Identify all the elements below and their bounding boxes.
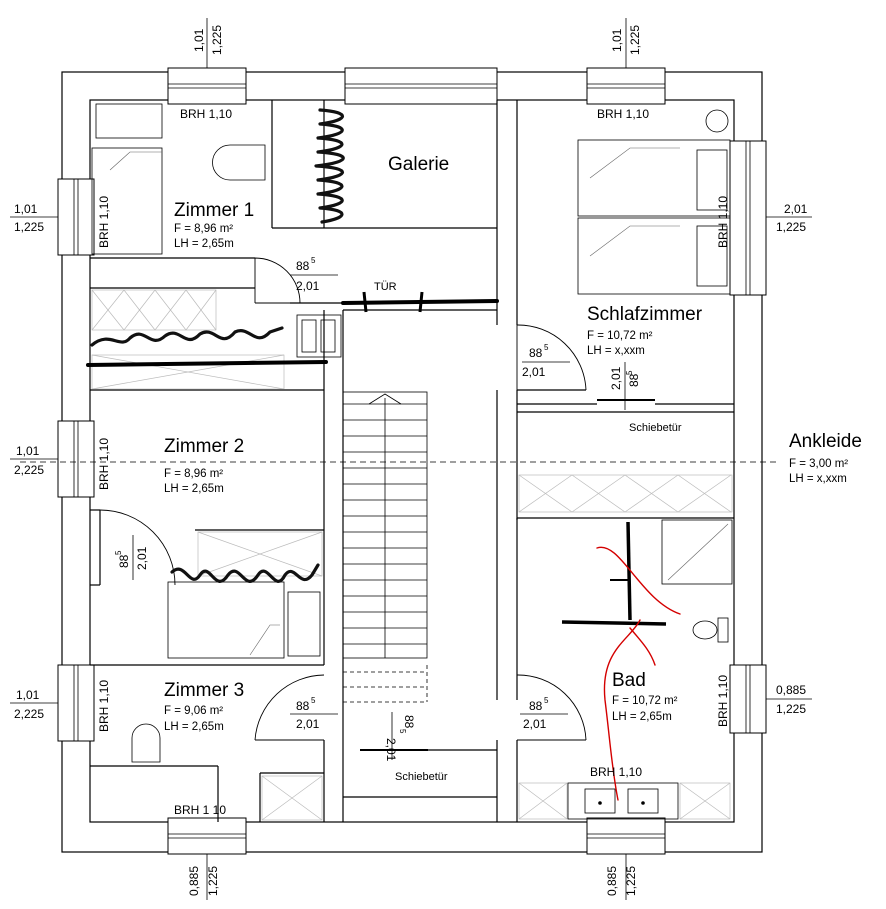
- door-dim-zimmer2: 88 5 2,01: [114, 535, 149, 580]
- dim-a: 1,01: [610, 28, 624, 52]
- schlafzimmer-area: F = 10,72 m²: [587, 330, 653, 342]
- door-width: 88: [296, 259, 310, 273]
- windows: [57, 67, 767, 855]
- zimmer2-area: F = 8,96 m²: [164, 468, 223, 480]
- door-width-sup: 5: [625, 370, 634, 375]
- bad-area: F = 10,72 m²: [612, 695, 678, 707]
- door-dim-ankleide: 2,01 88 5: [609, 362, 641, 410]
- schlafzimmer-name: Schlafzimmer: [587, 304, 703, 325]
- door-width: 88: [296, 699, 310, 713]
- schlafzimmer-height: LH = x,xxm: [587, 345, 645, 357]
- door-height: 2,01: [609, 366, 623, 390]
- ankleide-height: LH = x,xxm: [789, 473, 847, 485]
- interior-walls: [90, 100, 734, 822]
- dim-top-right: 1,01 1,225: [610, 18, 642, 68]
- door-width-sup: 5: [114, 550, 123, 555]
- door-width: 88: [402, 715, 416, 729]
- door-width-sup: 5: [544, 696, 549, 705]
- bad-name: Bad: [612, 670, 646, 691]
- dim-a: 0,885: [776, 683, 806, 697]
- door-width-sup: 5: [311, 696, 316, 705]
- brh-zimmer1-left: BRH 1,10: [97, 196, 111, 248]
- galerie-name: Galerie: [388, 154, 449, 175]
- brh-zimmer3-bottom: BRH 1 10: [174, 803, 226, 817]
- zimmer3-height: LH = 2,65m: [164, 721, 224, 733]
- dim-b: 2,225: [14, 463, 44, 477]
- door-width-sup: 5: [398, 729, 407, 734]
- dim-b: 1,225: [776, 702, 806, 716]
- zimmer3-area: F = 9,06 m²: [164, 705, 223, 717]
- schiebetuer-flur: Schiebetür: [395, 771, 448, 783]
- dim-a: 1,01: [14, 202, 38, 216]
- door-dim-schlafzimmer: 88 5 2,01: [522, 343, 570, 379]
- brh-bad-bottom: BRH 1,10: [590, 765, 642, 779]
- dim-bottom-right: 0,885 1,225: [605, 854, 638, 900]
- door-width-sup: 5: [544, 343, 549, 352]
- zimmer1-name: Zimmer 1: [174, 200, 254, 221]
- door-dim-zimmer1: 88 5 2,01: [290, 256, 338, 293]
- dim-a: 1,01: [192, 28, 206, 52]
- dim-top-left: 1,01 1,225: [192, 18, 224, 68]
- door-width: 88: [529, 346, 543, 360]
- door-dim-bad: 88 5 2,01: [520, 696, 568, 731]
- zimmer2-height: LH = 2,65m: [164, 483, 224, 495]
- staircase: [342, 391, 428, 703]
- brh-schlafzimmer-right: BRH 1,10: [716, 196, 730, 248]
- door-height: 2,01: [522, 365, 546, 379]
- dim-a: 1,01: [16, 444, 40, 458]
- door-width: 88: [529, 699, 543, 713]
- ankleide-name: Ankleide: [789, 431, 862, 452]
- bad-height: LH = 2,65m: [612, 711, 672, 723]
- zimmer2-name: Zimmer 2: [164, 436, 244, 457]
- door-width-sup: 5: [311, 256, 316, 265]
- dim-a: 1,01: [16, 688, 40, 702]
- dim-right-2: 0,885 1,225: [766, 683, 812, 716]
- door-dim-zimmer3: 88 5 2,01: [290, 696, 338, 731]
- dim-b: 1,225: [210, 25, 224, 55]
- ankleide-area: F = 3,00 m²: [789, 458, 848, 470]
- dim-b: 1,225: [14, 220, 44, 234]
- dim-left-1: 1,01 1,225: [10, 202, 58, 234]
- dim-b: 1,225: [206, 866, 220, 896]
- dim-left-3: 1,01 2,225: [10, 688, 58, 721]
- dim-b: 1,225: [628, 25, 642, 55]
- doors: [99, 257, 655, 751]
- brh-zimmer1-top: BRH 1,10: [180, 107, 232, 121]
- door-height: 2,01: [296, 717, 320, 731]
- dim-a: 2,01: [784, 202, 808, 216]
- tuer-label: TÜR: [374, 281, 397, 293]
- door-height: 2,01: [523, 717, 547, 731]
- door-height: 2,01: [135, 546, 149, 570]
- zimmer3-name: Zimmer 3: [164, 680, 244, 701]
- dim-b: 1,225: [624, 866, 638, 896]
- dim-b: 2,225: [14, 707, 44, 721]
- dim-b: 1,225: [776, 220, 806, 234]
- dim-a: 0,885: [187, 866, 201, 896]
- door-height: 2,01: [296, 279, 320, 293]
- brh-bad-right: BRH 1,10: [716, 675, 730, 727]
- zimmer1-height: LH = 2,65m: [174, 238, 234, 250]
- door-width: 88: [627, 373, 641, 387]
- zimmer1-area: F = 8,96 m²: [174, 223, 233, 235]
- dim-bottom-left: 0,885 1,225: [187, 854, 220, 900]
- door-height: 2,01: [384, 738, 398, 762]
- dim-a: 0,885: [605, 866, 619, 896]
- brh-zimmer3-left: BRH 1,10: [97, 680, 111, 732]
- door-width: 88: [117, 554, 131, 568]
- schiebetuer-ankleide: Schiebetür: [629, 422, 682, 434]
- dim-right-1: 2,01 1,225: [766, 202, 812, 234]
- door-dim-flur: 2,01 88 5: [384, 712, 416, 762]
- hand-annotations: [86, 108, 681, 801]
- brh-zimmer2-left: BRH 1,10: [97, 438, 111, 490]
- furniture: [91, 103, 733, 821]
- dim-left-2: 1,01 2,225: [10, 444, 58, 477]
- brh-schlafzimmer-top: BRH 1,10: [597, 107, 649, 121]
